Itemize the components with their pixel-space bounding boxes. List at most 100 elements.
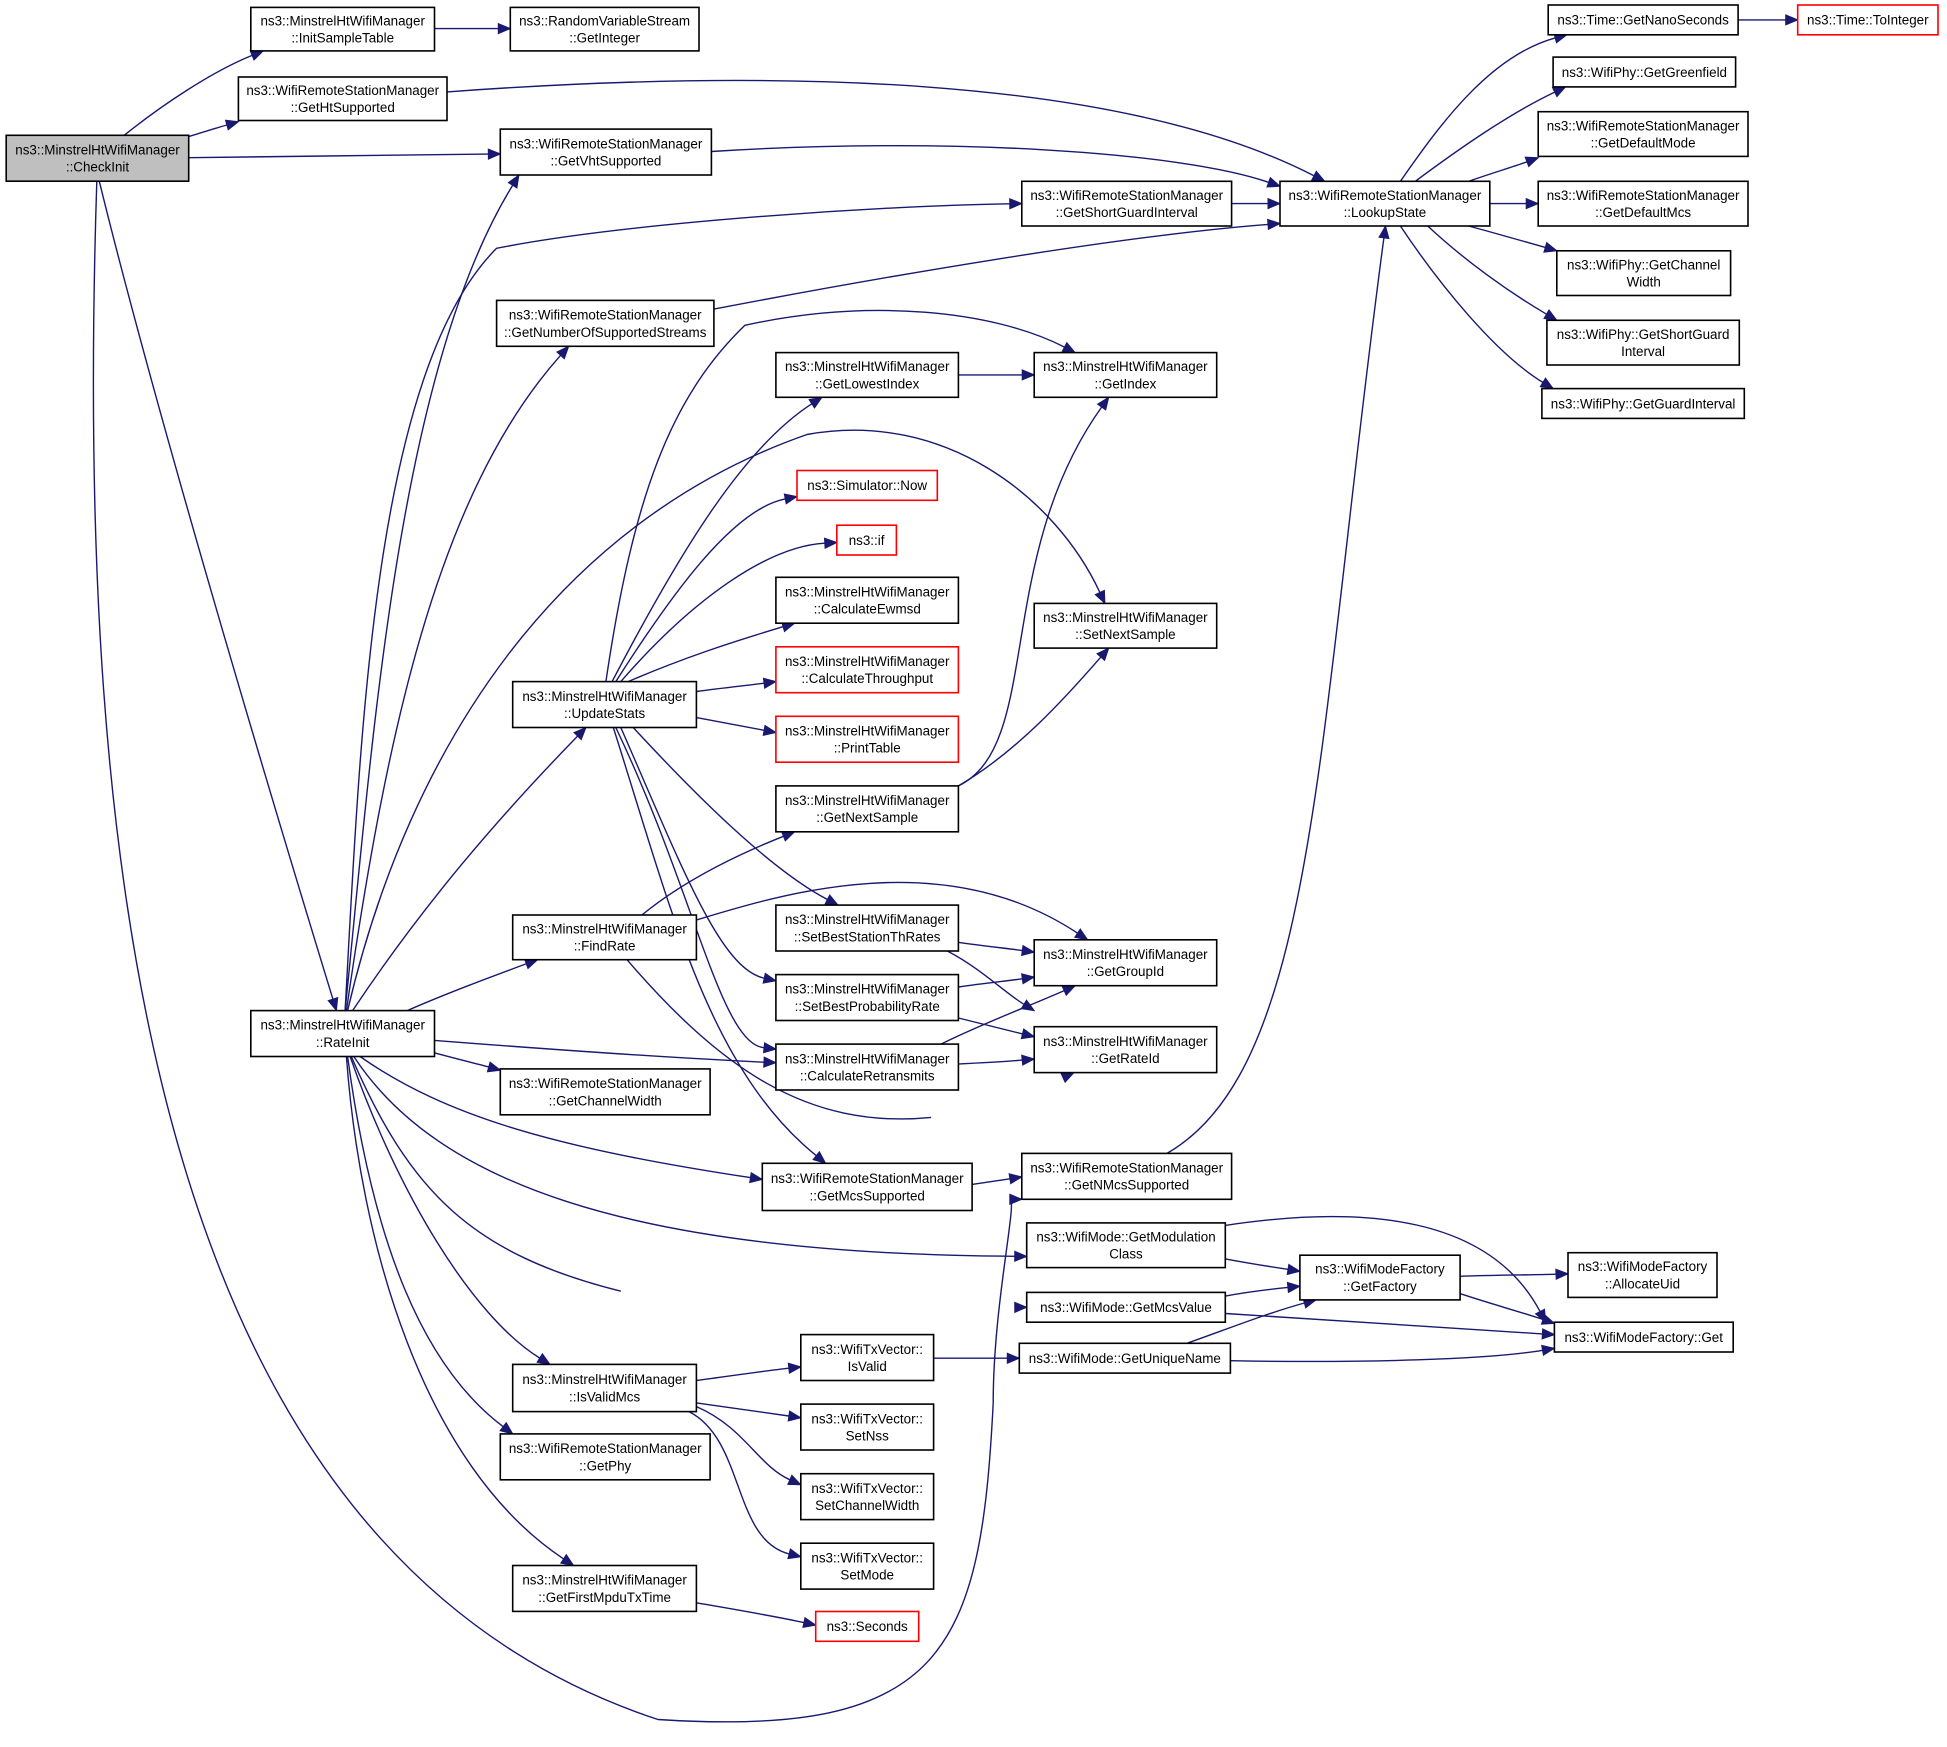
- node-setmode[interactable]: ns3::WifiTxVector::SetMode: [799, 1542, 935, 1590]
- node-seconds[interactable]: ns3::Seconds: [814, 1610, 920, 1643]
- node-isvalid[interactable]: ns3::WifiTxVector::IsValid: [799, 1333, 935, 1382]
- node-setnextsample[interactable]: ns3::MinstrelHtWifiManager::SetNextSampl…: [1033, 602, 1218, 649]
- edge-line: [345, 354, 562, 1011]
- node-getnextsample[interactable]: ns3::MinstrelHtWifiManager::GetNextSampl…: [775, 785, 960, 833]
- arrowhead-icon: [763, 1056, 778, 1068]
- edge-line: [615, 498, 786, 682]
- node-rateinit[interactable]: ns3::MinstrelHtWifiManager::RateInit: [250, 1009, 436, 1058]
- node-getnmcssupported[interactable]: ns3::WifiRemoteStationManager::GetNMcsSu…: [1020, 1152, 1233, 1201]
- node-box: [1018, 1342, 1232, 1374]
- node-box: [775, 576, 960, 624]
- node-getuniquename[interactable]: ns3::WifiMode::GetUniqueName: [1018, 1342, 1232, 1374]
- node-box: [499, 1433, 711, 1481]
- node-setchannelwidth[interactable]: ns3::WifiTxVector::SetChannelWidth: [799, 1472, 935, 1521]
- node-setbestprobabilityrate[interactable]: ns3::MinstrelHtWifiManager::SetBestProba…: [775, 973, 960, 1022]
- edge-line: [406, 963, 527, 1012]
- edge-line: [946, 950, 1025, 1005]
- node-box: [495, 299, 715, 348]
- node-rsm-getchannelwidth[interactable]: ns3::WifiRemoteStationManager::GetChanne…: [499, 1068, 711, 1116]
- node-getphy[interactable]: ns3::WifiRemoteStationManager::GetPhy: [499, 1433, 711, 1481]
- node-getgroupid[interactable]: ns3::MinstrelHtWifiManager::GetGroupId: [1033, 938, 1218, 987]
- edge-line: [344, 184, 514, 1011]
- node-getgreenfield[interactable]: ns3::WifiPhy::GetGreenfield: [1552, 56, 1737, 88]
- edge-line: [1166, 237, 1385, 1155]
- edge-line: [1399, 225, 1544, 383]
- node-box: [1033, 602, 1218, 649]
- arrowhead-icon: [1061, 341, 1077, 354]
- edge-line: [696, 1402, 790, 1417]
- edge-rateinit-to-setnextsample: [346, 429, 1106, 1011]
- node-label-line: ns3::WifiRemoteStationManager: [1030, 1161, 1223, 1176]
- edge-rateinit-to-updatestats: [352, 726, 587, 1011]
- node-getfactory[interactable]: ns3::WifiModeFactory::GetFactory: [1299, 1254, 1461, 1301]
- node-setbeststationthrates[interactable]: ns3::MinstrelHtWifiManager::SetBestStati…: [775, 904, 960, 952]
- node-rvs-getinteger[interactable]: ns3::RandomVariableStream::GetInteger: [509, 6, 700, 52]
- node-getmcsvalue[interactable]: ns3::WifiMode::GetMcsValue: [1025, 1291, 1227, 1324]
- arrowhead-icon: [762, 677, 778, 690]
- node-phy-getchannelwidth[interactable]: ns3::WifiPhy::GetChannelWidth: [1556, 250, 1732, 297]
- node-getnumberofsupportedstreams[interactable]: ns3::WifiRemoteStationManager::GetNumber…: [495, 299, 715, 348]
- node-simulator-now[interactable]: ns3::Simulator::Now: [796, 469, 939, 502]
- edge-line: [1230, 1349, 1543, 1363]
- node-phy-getshortguardinterval[interactable]: ns3::WifiPhy::GetShortGuardInterval: [1546, 319, 1741, 366]
- edge-line: [349, 1056, 541, 1359]
- node-printtable[interactable]: ns3::MinstrelHtWifiManager::PrintTable: [775, 715, 960, 763]
- edge-getnextsample-to-setnextsample: [958, 647, 1110, 787]
- edge-line: [972, 1178, 1010, 1186]
- node-gethtsupported[interactable]: ns3::WifiRemoteStationManager::GetHtSupp…: [237, 76, 448, 122]
- node-initsampletable[interactable]: ns3::MinstrelHtWifiManager::InitSampleTa…: [250, 6, 436, 52]
- node-updatestats[interactable]: ns3::MinstrelHtWifiManager::UpdateStats: [511, 680, 698, 729]
- node-getfirstmpdutxtime[interactable]: ns3::MinstrelHtWifiManager::GetFirstMpdu…: [511, 1564, 698, 1613]
- node-getmcssupported[interactable]: ns3::WifiRemoteStationManager::GetMcsSup…: [761, 1162, 973, 1212]
- node-label-line: ::GetHtSupported: [291, 100, 395, 115]
- edge-rateinit-to-getvhtsupported: [344, 174, 520, 1011]
- arrowhead-icon: [1061, 985, 1077, 997]
- node-getnanoseconds[interactable]: ns3::Time::GetNanoSeconds: [1547, 4, 1739, 36]
- edge-line: [696, 716, 765, 731]
- node-label-line: ns3::Seconds: [827, 1619, 908, 1634]
- node-box: [1299, 1254, 1461, 1301]
- edge-line: [353, 1056, 1015, 1257]
- node-phy-getguardinterval[interactable]: ns3::WifiPhy::GetGuardInterval: [1541, 387, 1746, 420]
- edge-findrate-to-getnextsample: [641, 831, 796, 916]
- node-getdefaultmode[interactable]: ns3::WifiRemoteStationManager::GetDefaul…: [1537, 110, 1749, 158]
- node-getdefaultmcs[interactable]: ns3::WifiRemoteStationManager::GetDefaul…: [1537, 180, 1749, 227]
- arrowhead-icon: [1286, 1263, 1302, 1276]
- node-box: [1025, 1222, 1227, 1269]
- node-label-line: ::InitSampleTable: [291, 31, 394, 46]
- node-label-line: ns3::Time::ToInteger: [1807, 13, 1929, 28]
- node-box: [1547, 4, 1739, 36]
- node-box: [1020, 180, 1233, 227]
- node-lookupstate[interactable]: ns3::WifiRemoteStationManager::LookupSta…: [1279, 180, 1491, 227]
- edge-getuniquename-to-factory_get: [1230, 1344, 1556, 1363]
- node-isvalidmcs[interactable]: ns3::MinstrelHtWifiManager::IsValidMcs: [511, 1363, 698, 1413]
- node-label-line: ::PrintTable: [834, 741, 901, 756]
- node-label-line: ns3::MinstrelHtWifiManager: [522, 1372, 687, 1387]
- node-label-line: ns3::MinstrelHtWifiManager: [260, 1018, 425, 1033]
- node-getrateid[interactable]: ns3::MinstrelHtWifiManager::GetRateId: [1033, 1025, 1218, 1074]
- node-factory-get[interactable]: ns3::WifiModeFactory::Get: [1553, 1321, 1735, 1353]
- arrowhead-icon: [1020, 944, 1036, 957]
- node-label-line: ::CalculateRetransmits: [800, 1069, 935, 1084]
- edge-getnmcssupported-to-lookupstate: [1166, 224, 1390, 1155]
- node-tointeger[interactable]: ns3::Time::ToInteger: [1796, 4, 1939, 36]
- node-getshortguardinterval[interactable]: ns3::WifiRemoteStationManager::GetShortG…: [1020, 180, 1233, 227]
- node-calculateewmsd[interactable]: ns3::MinstrelHtWifiManager::CalculateEwm…: [775, 576, 960, 624]
- node-setnss[interactable]: ns3::WifiTxVector::SetNss: [799, 1403, 935, 1451]
- node-calculatethroughput[interactable]: ns3::MinstrelHtWifiManager::CalculateThr…: [775, 645, 960, 694]
- node-getvhtsupported[interactable]: ns3::WifiRemoteStationManager::GetVhtSup…: [499, 128, 713, 176]
- edge-line: [1427, 225, 1547, 315]
- node-checkinit[interactable]: ns3::MinstrelHtWifiManager::CheckInit: [5, 134, 190, 183]
- node-label-line: ::GetFactory: [1343, 1279, 1417, 1294]
- node-getindex[interactable]: ns3::MinstrelHtWifiManager::GetIndex: [1033, 351, 1218, 399]
- node-findrate[interactable]: ns3::MinstrelHtWifiManager::FindRate: [511, 914, 698, 961]
- node-ns3-if[interactable]: ns3::if: [835, 524, 898, 556]
- node-label-line: Interval: [1621, 344, 1665, 359]
- arrowhead-icon: [249, 50, 265, 61]
- node-allocateuid[interactable]: ns3::WifiModeFactory::AllocateUid: [1567, 1251, 1718, 1299]
- node-getlowestindex[interactable]: ns3::MinstrelHtWifiManager::GetLowestInd…: [775, 351, 960, 399]
- arrowhead-icon: [1014, 1301, 1028, 1314]
- node-calculateretransmits[interactable]: ns3::MinstrelHtWifiManager::CalculateRet…: [775, 1043, 960, 1091]
- arrowhead-icon: [762, 724, 778, 736]
